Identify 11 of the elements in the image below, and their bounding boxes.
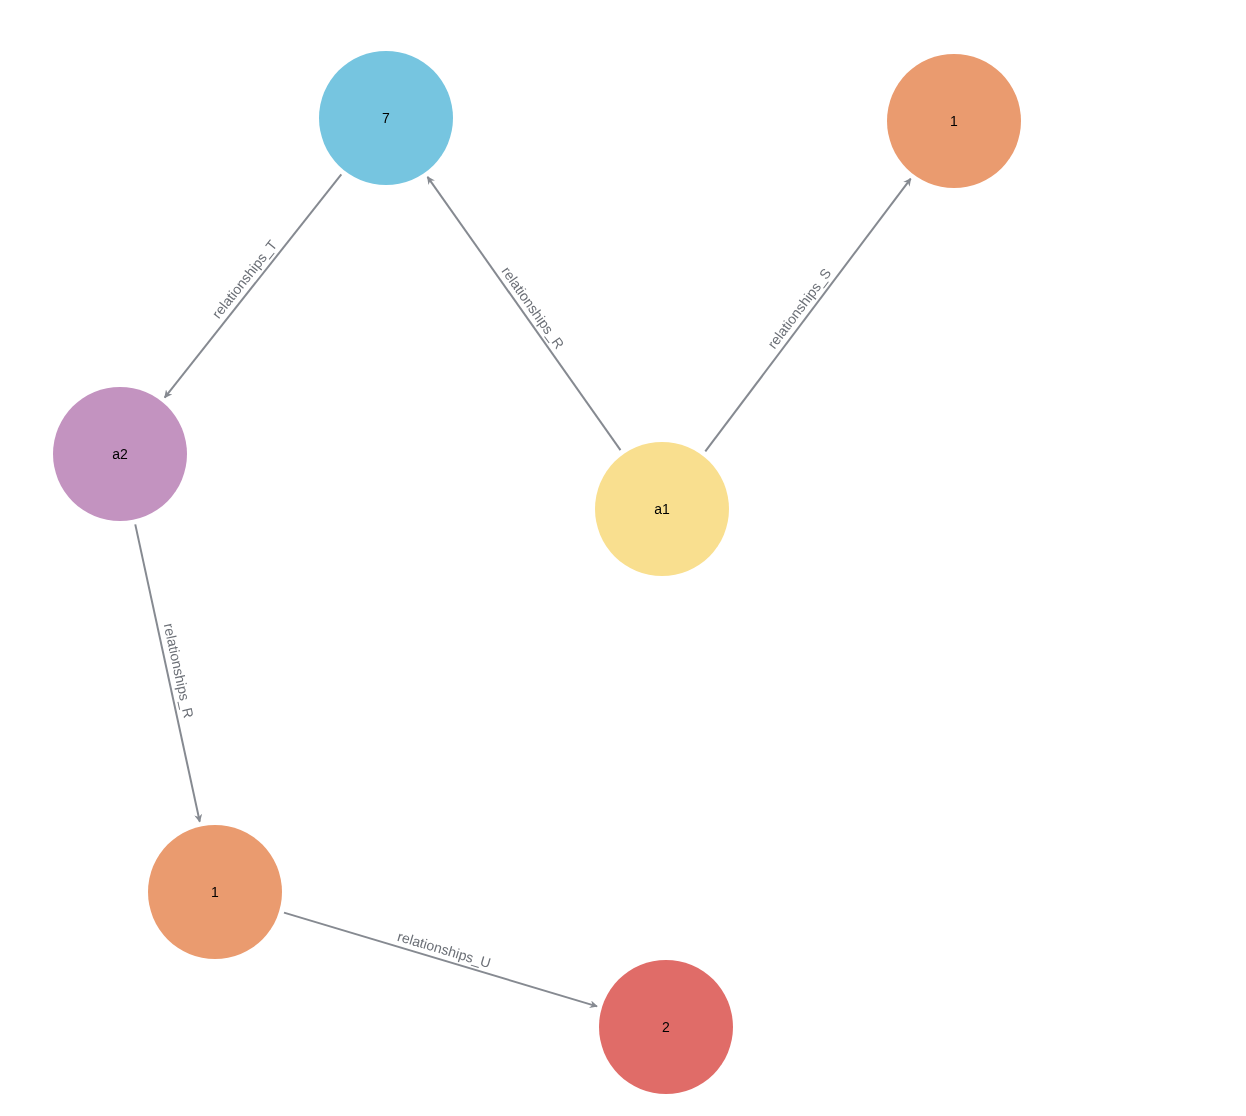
arrow: [426, 175, 622, 452]
arrow: [283, 911, 598, 1009]
node-label: 7: [382, 108, 390, 128]
arrow: [134, 523, 203, 823]
arrow: [163, 173, 343, 399]
node-label: 2: [662, 1017, 670, 1037]
node-label: a1: [654, 499, 670, 519]
node-label: 1: [211, 882, 219, 902]
node-label: 1: [950, 111, 958, 131]
node-label: a2: [112, 444, 128, 464]
arrow: [704, 177, 912, 453]
